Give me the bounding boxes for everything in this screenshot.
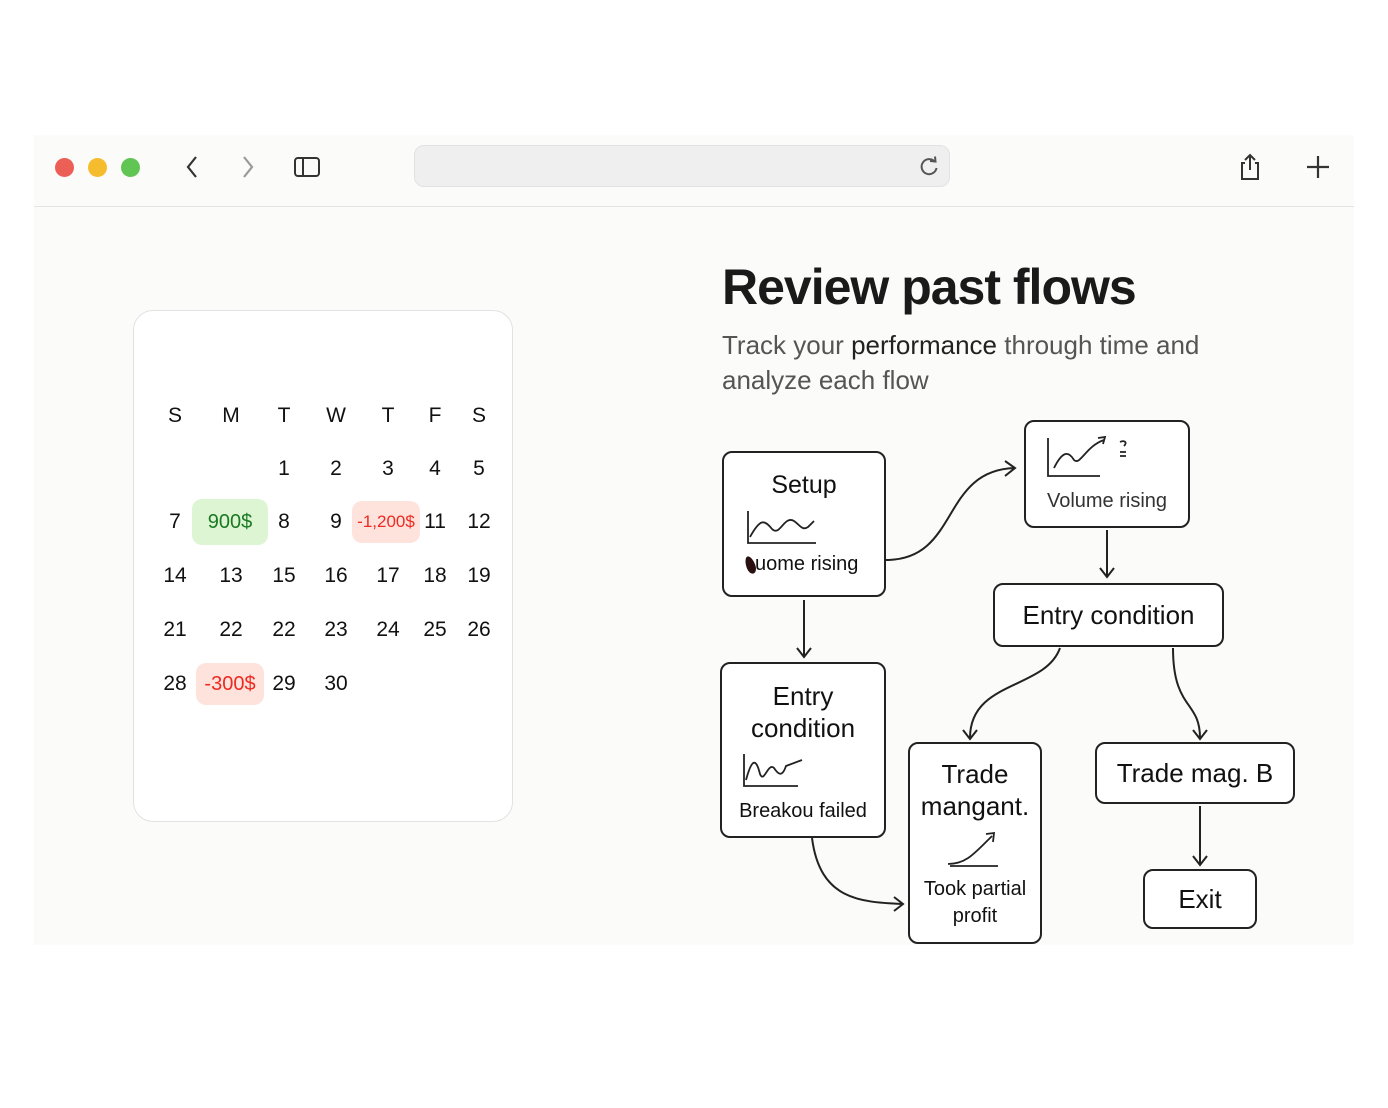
sidebar-icon[interactable] [292,155,322,179]
weekday-header: T [277,404,291,427]
arrow-entry-to-trade-b [1172,647,1208,741]
flow-node-trade-management[interactable]: Trade mangant. Took partial profit [908,742,1042,944]
page-subtitle: Track your performance through time and … [722,328,1262,398]
node-caption: uome rising [755,553,859,575]
calendar-day[interactable]: 24 [376,618,400,641]
calendar-day[interactable]: 14 [163,564,187,587]
calendar-day[interactable]: 26 [467,618,491,641]
reload-icon[interactable] [917,155,941,179]
weekday-header: S [471,404,487,427]
calendar-day[interactable]: 22 [219,618,243,641]
calendar-day[interactable]: 19 [467,564,491,587]
loss-badge[interactable]: -1,200$ [352,501,420,543]
calendar-day[interactable]: 17 [376,564,400,587]
calendar-day[interactable]: 5 [473,457,485,480]
arrow-entry-left-to-trade-mgmt [811,837,905,912]
calendar-day[interactable]: 13 [219,564,243,587]
calendar-day[interactable]: 28 [163,672,187,695]
calendar-day[interactable]: 23 [324,618,348,641]
share-icon[interactable] [1236,151,1264,183]
rising-chart-icon [1047,435,1127,477]
flow-node-volume-rising[interactable]: Volume rising [1024,420,1190,528]
calendar-day[interactable]: 9 [330,510,342,533]
flow-node-setup[interactable]: Setup uome rising [722,451,886,597]
calendar-day[interactable]: 3 [382,457,394,480]
maximize-window-button[interactable] [121,158,140,177]
forward-icon[interactable] [236,153,260,181]
subtitle-emphasis: performance [851,330,998,360]
loss-badge[interactable]: -300$ [196,663,264,705]
calendar-day[interactable]: 30 [324,672,348,695]
weekday-header: F [428,404,442,427]
close-window-button[interactable] [55,158,74,177]
trend-up-icon [947,831,998,867]
weekday-header: W [326,404,346,427]
arrow-volume-to-entry [1099,530,1115,579]
subtitle-text: Track your [722,330,852,360]
flow-node-exit[interactable]: Exit [1143,869,1257,929]
node-caption: Breakou failed [739,800,867,822]
calendar-day[interactable]: 21 [163,618,187,641]
arrow-setup-to-entry [796,600,812,659]
calendar-day[interactable]: 25 [423,618,447,641]
new-tab-icon[interactable] [1304,153,1332,181]
address-bar[interactable] [414,145,950,187]
arrow-setup-to-volume [885,460,1017,561]
wave-chart-icon [747,511,816,544]
node-caption: Volume rising [1046,490,1168,512]
flow-node-entry-condition-left[interactable]: Entry condition Breakou failed [720,662,886,838]
arrow-entry-to-trade-mgmt [962,647,1061,741]
arrow-trade-b-to-exit [1192,806,1208,867]
page-title: Review past flows [722,259,1137,315]
browser-toolbar [34,135,1354,207]
calendar-day[interactable]: 15 [272,564,296,587]
calendar-day[interactable]: 11 [424,510,446,533]
calendar-day[interactable]: 4 [429,457,441,480]
calendar-day[interactable]: 7 [169,510,181,533]
weekday-header: T [381,404,395,427]
calendar-day[interactable]: 1 [278,457,290,480]
calendar-day[interactable]: 2 [330,457,342,480]
calendar-day[interactable]: 29 [272,672,296,695]
calendar-day[interactable]: 12 [467,510,491,533]
calendar-day[interactable]: 18 [423,564,447,587]
minimize-window-button[interactable] [88,158,107,177]
node-title: Entry condition [750,681,856,743]
node-title: Trade mangant. [920,759,1030,821]
weekday-header: M [222,404,240,427]
back-icon[interactable] [180,153,204,181]
profit-badge[interactable]: 900$ [192,499,268,545]
calendar-day[interactable]: 8 [278,510,290,533]
subtitle-text-end: through time and analyze each flow [722,330,1200,395]
calendar-day[interactable]: 16 [324,564,348,587]
flow-node-entry-condition-right[interactable]: Entry condition [993,583,1224,647]
node-caption: Took partial profit [923,878,1027,927]
calendar-day[interactable]: 22 [272,618,296,641]
node-title: Setup [771,471,837,499]
wave-chart-icon [743,754,803,787]
flow-node-trade-b[interactable]: Trade mag. B [1095,742,1295,804]
weekday-header: S [167,404,183,427]
